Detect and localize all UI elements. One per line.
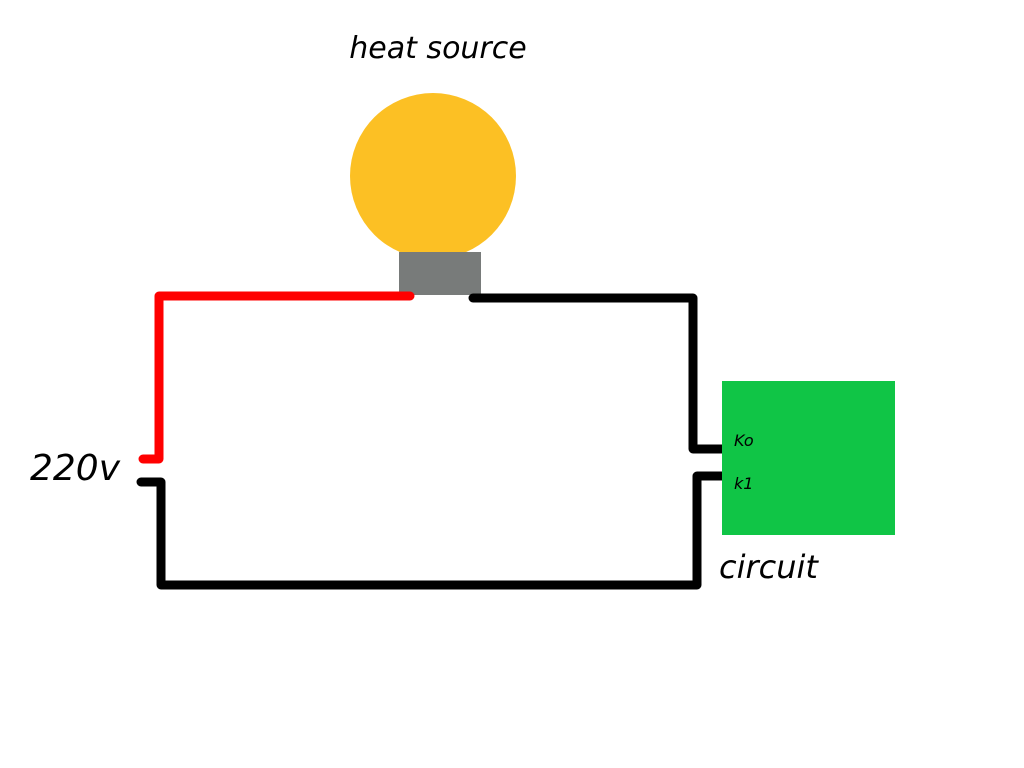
terminal-k0-label: Ko: [734, 431, 754, 450]
circuit-board-body: [722, 381, 895, 535]
circuit-board: Ko k1: [722, 381, 895, 535]
circuit-label: circuit: [719, 548, 819, 586]
voltage-label: 220v: [30, 448, 121, 489]
heat-source-label: heat source: [349, 31, 526, 66]
bulb-globe: [350, 93, 516, 259]
live-wire: [138, 291, 415, 464]
wire-bulb-to-ko: [468, 293, 727, 454]
terminal-k1-label: k1: [734, 474, 753, 493]
wire-battery-to-k1: [136, 471, 727, 590]
bulb-base: [399, 252, 481, 295]
heat-source-bulb: [350, 93, 516, 295]
